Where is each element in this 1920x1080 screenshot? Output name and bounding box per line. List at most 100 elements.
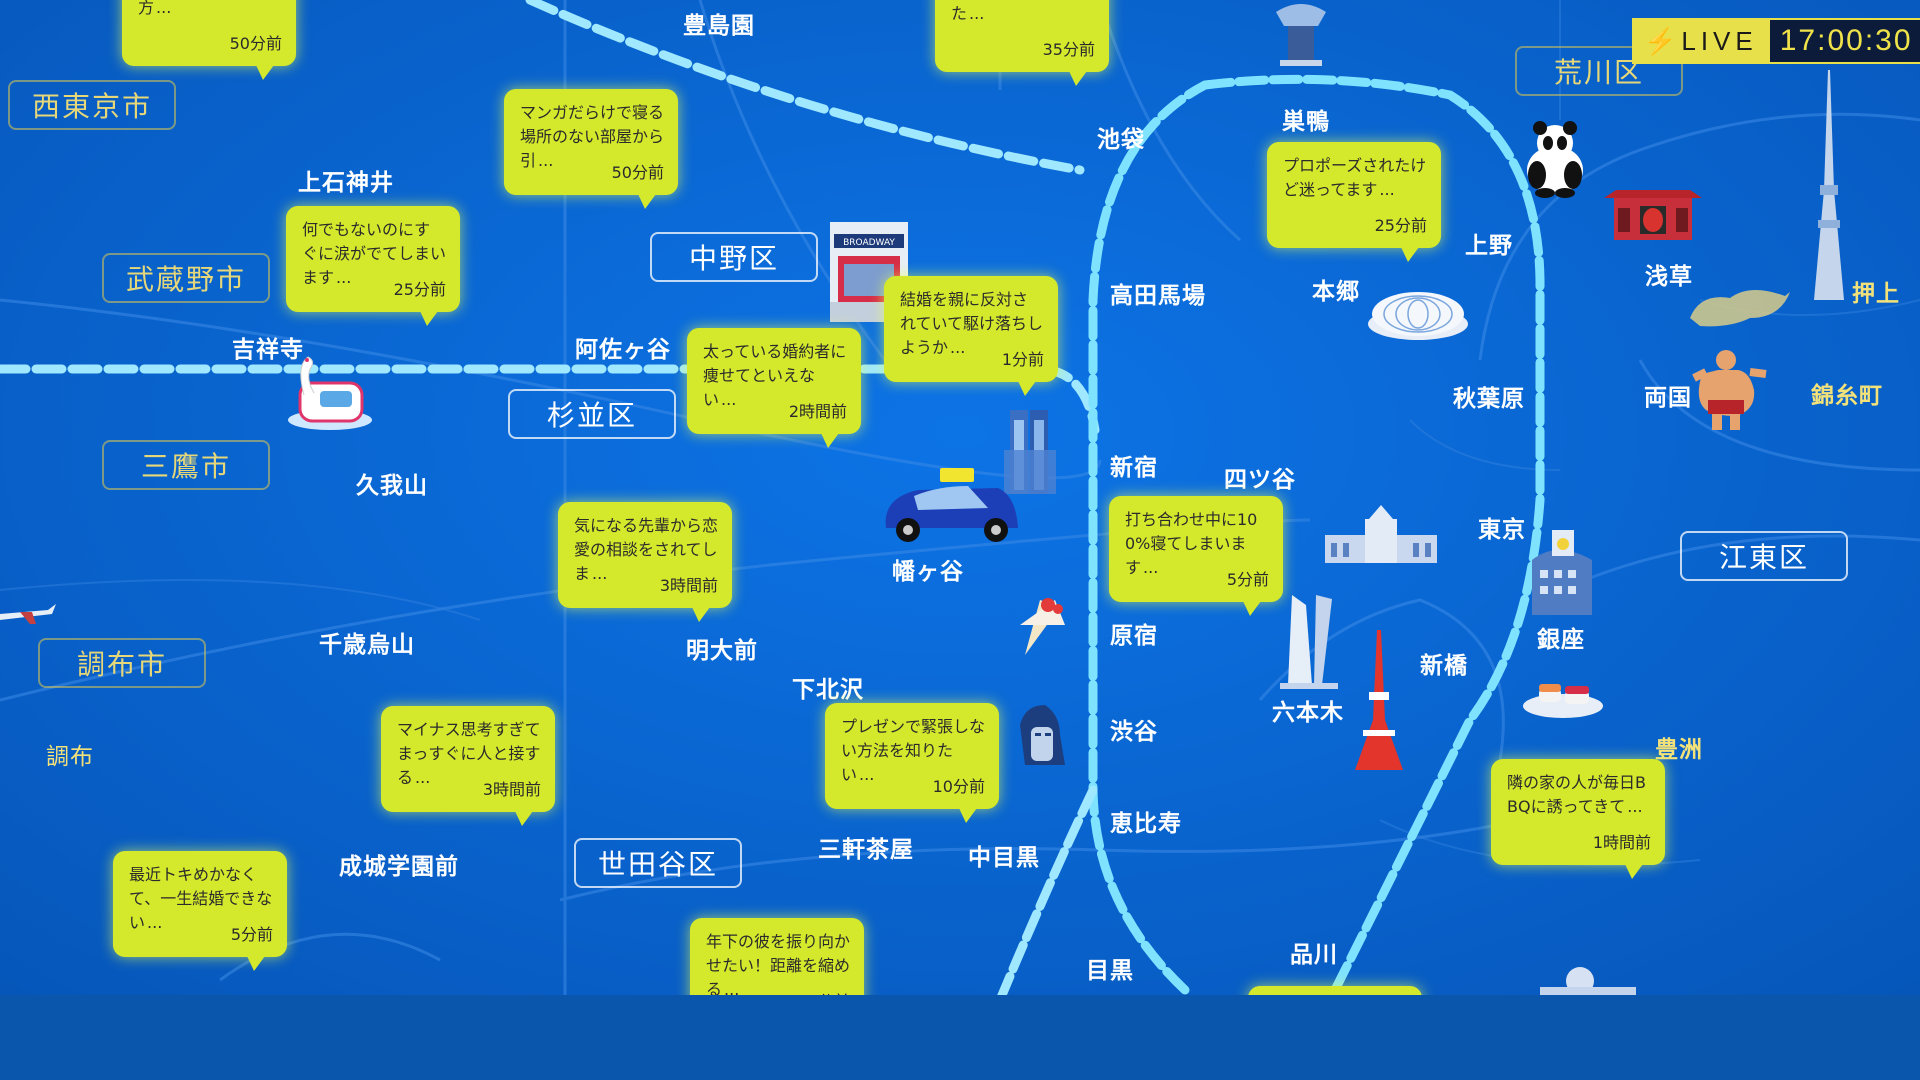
station-ueno: 上野 [1465, 233, 1513, 259]
consultation-bubble[interactable]: プレゼンで緊張しない方法を知りたい...10分前 [825, 703, 999, 823]
taxi-car-icon [885, 468, 1018, 542]
station-harajuku: 原宿 [1110, 623, 1158, 649]
diet-building-icon [1325, 505, 1437, 563]
station-toshimaen: 豊島園 [683, 13, 755, 39]
ward-nakano[interactable]: 中野区 [650, 232, 818, 282]
area-chofu: 調布 [46, 744, 94, 770]
wako-clock-icon [1532, 530, 1592, 615]
station-takadanobaba: 高田馬場 [1110, 283, 1206, 309]
bubble-time: 1分前 [1001, 350, 1044, 369]
station-akihabara: 秋葉原 [1453, 386, 1525, 412]
bubble-text-value: 何でもないのにすぐに涙がでてしまいます [302, 220, 447, 287]
bubble-time: 25分前 [393, 280, 446, 299]
consultation-bubble[interactable]: マンガだらけで寝る場所のない部屋から引...50分前 [504, 89, 678, 209]
ward-musashino[interactable]: 武蔵野市 [102, 253, 270, 303]
station-meguro: 目黒 [1086, 958, 1134, 984]
station-shimokitazawa: 下北沢 [792, 677, 864, 703]
bubble-time: 50分前 [611, 163, 664, 182]
street-line [1098, 0, 1241, 242]
ward-arakawa[interactable]: 荒川区 [1515, 46, 1683, 96]
bubble-text-value: 幸せの基準や感じ方 [138, 0, 155, 17]
tocho-tower-icon [1004, 410, 1056, 494]
station-meidaimae: 明大前 [686, 638, 758, 664]
bubble-time: 2時間前 [788, 402, 847, 421]
consultation-bubble[interactable]: マイナス思考すぎてまっすぐに人と接する...3時間前 [381, 706, 555, 826]
station-shinagawa: 品川 [1290, 942, 1338, 968]
consultation-bubble[interactable]: 何でもないのにすぐに涙がでてしまいます...25分前 [286, 206, 460, 326]
station-kugayama: 久我山 [356, 473, 428, 499]
kinto-cloud-icon [1690, 289, 1790, 327]
consultation-bubble[interactable]: 結婚を親に反対されていて駆け落ちしようか...1分前 [884, 276, 1058, 396]
sumo-wrestler-icon [1692, 350, 1767, 430]
area-toyosu: 豊洲 [1655, 737, 1703, 763]
station-ryogoku: 両国 [1644, 385, 1692, 411]
tokyo-tower-icon [1355, 630, 1403, 770]
bubble-text-value: 打ち合わせ中に100%寝てしまいます [1125, 510, 1258, 577]
bubble-time: 10分前 [932, 777, 985, 796]
live-clock: 17:00:30 [1769, 20, 1920, 62]
bubble-text-value: 彼氏にふられました [951, 4, 968, 23]
bubble-text-value: マンガだらけで寝る場所のない部屋から引 [520, 103, 665, 170]
station-tokyo: 東京 [1478, 517, 1526, 543]
bubble-time: 3時間前 [482, 780, 541, 799]
station-nakameguro: 中目黒 [968, 845, 1040, 871]
bubble-text: プロポーズされたけど迷ってます... [1283, 156, 1427, 199]
kaminarimon-gate-icon [1604, 190, 1702, 240]
ward-suginami[interactable]: 杉並区 [508, 389, 676, 439]
station-shinjuku: 新宿 [1110, 455, 1158, 481]
ward-chofu[interactable]: 調布市 [38, 638, 206, 688]
bubble-text-value: 気になる先輩から恋愛の相談をされてしま [574, 516, 719, 583]
bubble-text: 気になる先輩から恋愛の相談をされてしま... [574, 516, 719, 583]
station-asakusa: 浅草 [1645, 264, 1693, 290]
bubble-text-value: 太っている婚約者に痩せてといえない [703, 342, 847, 409]
bubble-time: 35分前 [1042, 40, 1095, 59]
bubble-text: 年下の彼を振り向かせたい！距離を縮める... [706, 932, 851, 999]
bubble-time: 3時間前 [659, 576, 718, 595]
area-oshiage: 押上 [1852, 281, 1900, 307]
consultation-bubble[interactable]: 太っている婚約者に痩せてといえない...2時間前 [687, 328, 861, 448]
bubble-text: プレゼンで緊張しない方法を知りたい... [841, 717, 986, 784]
station-kamishakujii: 上石神井 [298, 170, 394, 196]
skytree-icon [1814, 70, 1844, 300]
consultation-bubble[interactable]: 隣の家の人が毎日BBQに誘ってきて... 1時間前 [1491, 759, 1665, 879]
roppongi-hills-icon [1280, 595, 1338, 689]
consultation-bubble[interactable]: プロポーズされたけど迷ってます...25分前 [1267, 142, 1441, 262]
station-chitosekarasuyama: 千歳烏山 [319, 632, 415, 658]
live-tag: ⚡LIVE [1634, 20, 1770, 62]
consultation-bubble[interactable]: 最近トキめかなくて、一生結婚できない...5分前 [113, 851, 287, 971]
ward-nishitokyo[interactable]: 西東京市 [8, 80, 176, 130]
consultation-bubble[interactable]: 打ち合わせ中に100%寝てしまいます...5分前 [1109, 496, 1283, 616]
consultation-bubble[interactable]: 彼氏にふられました...35分前 [935, 0, 1109, 86]
station-shimbashi: 新橋 [1420, 653, 1468, 679]
station-yotsuya: 四ツ谷 [1224, 467, 1296, 493]
bubble-text: 結婚を親に反対されていて駆け落ちしようか... [900, 290, 1044, 357]
station-sangenjaya: 三軒茶屋 [818, 837, 914, 863]
bottom-bar [0, 995, 1920, 1080]
station-hatagaya: 幡ヶ谷 [892, 559, 964, 585]
rail-seibu-line [525, 0, 1085, 175]
area-kinshicho: 錦糸町 [1811, 383, 1883, 409]
street-line [698, 0, 902, 381]
consultation-bubble[interactable]: 気になる先輩から恋愛の相談をされてしま...3時間前 [558, 502, 732, 622]
station-sugamo: 巣鴨 [1282, 109, 1330, 135]
station-kichijoji: 吉祥寺 [232, 337, 304, 363]
airplane-icon [0, 604, 56, 624]
consultation-bubble[interactable]: 幸せの基準や感じ方...50分前 [122, 0, 296, 80]
bubble-text-value: 最近トキめかなくて、一生結婚できない [129, 865, 273, 932]
bubble-text-value: 年下の彼を振り向かせたい！距離を縮める [706, 932, 851, 999]
street-line [0, 579, 481, 621]
bubble-time: 5分前 [1226, 570, 1269, 589]
ward-mitaka[interactable]: 三鷹市 [102, 440, 270, 490]
station-ginza: 銀座 [1537, 627, 1585, 653]
station-shibuya: 渋谷 [1110, 719, 1158, 745]
budokan-dome-icon [1368, 292, 1468, 340]
bubble-text: 隣の家の人が毎日BBQに誘ってきて... [1507, 773, 1646, 816]
ward-setagaya[interactable]: 世田谷区 [574, 838, 742, 888]
station-seijogakuenmae: 成城学園前 [339, 854, 459, 880]
bubble-time: 1時間前 [1592, 833, 1651, 852]
station-roppongi: 六本木 [1272, 700, 1344, 726]
ward-koto[interactable]: 江東区 [1680, 531, 1848, 581]
